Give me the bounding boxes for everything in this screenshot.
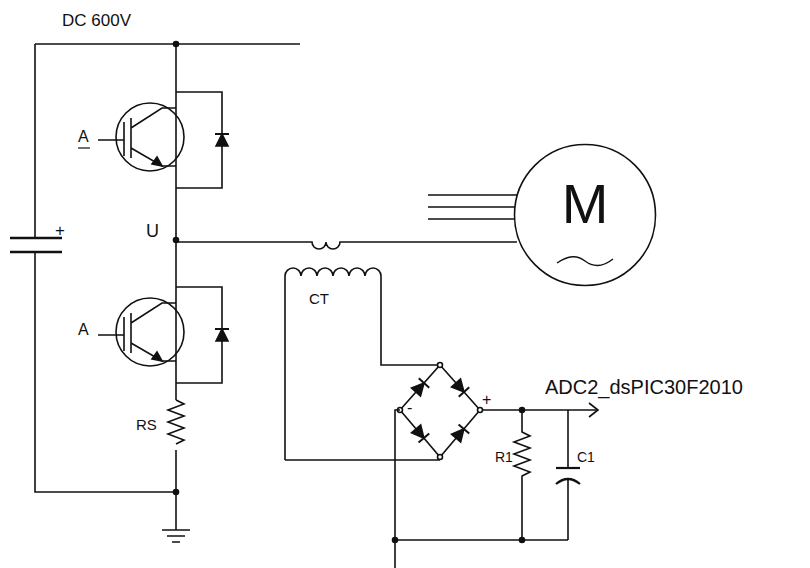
motor-lead (428, 195, 517, 219)
bridge-rectifier (400, 365, 480, 457)
resistor-symbol (168, 400, 184, 444)
bus-return-wire (35, 44, 176, 492)
capacitor-symbol (556, 479, 580, 484)
junction-dot (174, 42, 179, 47)
polarity-mark: + (482, 392, 491, 408)
dc-bus-wire (35, 43, 300, 45)
part-name: RS (136, 417, 157, 432)
part-name: R1 (495, 450, 513, 464)
diode-symbol (411, 424, 429, 442)
diode-symbol (215, 329, 229, 341)
signal-name: ADC2_dsPIC30F2010 (545, 377, 743, 397)
diode-symbol (451, 378, 469, 396)
adc-signal-wire (482, 409, 597, 411)
igbt-symbol (98, 92, 222, 188)
gate-signal-name: A (78, 129, 89, 145)
ct-secondary-winding (285, 268, 440, 460)
resistor-symbol (514, 410, 530, 540)
signal-arrow (589, 403, 598, 417)
motor-label: M (562, 176, 609, 232)
polarity-mark: - (407, 400, 412, 416)
diode-group (215, 134, 469, 443)
capacitor-symbol (556, 467, 580, 469)
negative-return-wire (395, 410, 568, 568)
supply-label: DC 600V (62, 12, 131, 29)
polarity-mark: + (55, 222, 65, 239)
label-underline (78, 147, 90, 148)
diode-symbol (411, 378, 429, 396)
ground-symbol (162, 492, 190, 542)
ac-wave-symbol (557, 257, 613, 266)
phase-wire (176, 242, 517, 249)
capacitor-symbol (10, 238, 62, 252)
diode-symbol (451, 424, 469, 442)
igbt-symbol (98, 287, 222, 383)
part-name: CT (309, 291, 329, 306)
node-name: U (146, 222, 159, 240)
capacitor-wire (567, 410, 569, 540)
motor-circle: M (513, 143, 657, 287)
diode-symbol (215, 134, 229, 146)
part-name: C1 (577, 450, 595, 464)
gate-signal-name: A (78, 322, 89, 338)
ct-return-wire (285, 459, 440, 461)
